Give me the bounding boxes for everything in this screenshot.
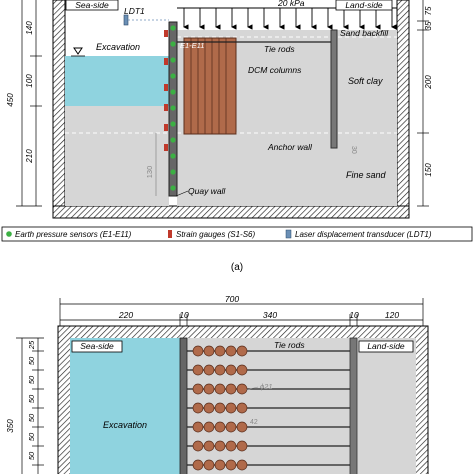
- dim-left-100: 100: [25, 74, 34, 88]
- anchor-wall: [330, 29, 338, 149]
- plan-sea-side-box: [71, 340, 123, 353]
- container-wall-right: [396, 0, 410, 219]
- dim-left-450: 450: [6, 93, 15, 107]
- container-wall-left: [52, 0, 66, 219]
- depth-30-label: 30: [350, 146, 357, 154]
- dim-top-700: 700: [225, 294, 239, 304]
- plan-dim-left-50-3: 50: [27, 394, 36, 403]
- quay-wall-leader: [175, 190, 189, 197]
- plan-phi21-label: ϕ21: [260, 382, 273, 391]
- anchor-wall-label: Anchor wall: [267, 142, 313, 152]
- plan-quay-wall: [179, 337, 188, 474]
- plan-anchor-wall: [349, 337, 358, 474]
- soft-clay-label: Soft clay: [348, 76, 383, 86]
- legend-box: [1, 226, 473, 242]
- plan-excavation-label: Excavation: [103, 420, 147, 430]
- dim-left-210: 210: [25, 149, 34, 164]
- plan-tie-rods-label: Tie rods: [274, 340, 305, 350]
- surcharge-label: 20 kPa: [277, 0, 305, 8]
- land-side-box: [335, 0, 393, 11]
- container-wall-bottom: [52, 205, 410, 219]
- plan-dim-left-25: 25: [27, 340, 36, 350]
- excavation-label: Excavation: [96, 42, 140, 52]
- plan-sea-side-label: Sea-side: [80, 341, 114, 351]
- legend-laser: Laser displacement transducer (LDT1): [295, 230, 432, 239]
- dim-top-120: 120: [385, 310, 399, 320]
- dim-left-140: 140: [25, 21, 34, 35]
- water-level-icon: [71, 47, 85, 57]
- left-dimensions: [16, 0, 42, 207]
- plan-dim-left-50-2: 50: [27, 375, 36, 384]
- plan-left-dimensions: [16, 337, 44, 474]
- e-sensor-label: E1-E11: [180, 41, 204, 50]
- legend-sensor-icon: [6, 231, 12, 237]
- dim-top-220: 220: [118, 310, 133, 320]
- plan-42-label: 42: [250, 419, 258, 426]
- plan-soil-land: [357, 338, 416, 474]
- sea-side-label: Sea-side: [75, 0, 109, 10]
- section-view: Sea-side Land-side LDT1 20 kPa Sand back…: [6, 0, 433, 219]
- legend: Earth pressure sensors (E1-E11) Strain g…: [1, 226, 473, 242]
- land-side-label: Land-side: [345, 0, 383, 10]
- plan-view: 700 220 10 340 10 120: [6, 294, 429, 474]
- legend-gauge-icon: [168, 230, 172, 238]
- quay-wall-label: Quay wall: [188, 186, 226, 196]
- dim-right-150: 150: [424, 163, 433, 177]
- tie-rods-label: Tie rods: [264, 44, 295, 54]
- dim-top-340: 340: [263, 310, 277, 320]
- dim-right-75: 75: [424, 6, 433, 15]
- sand-backfill-label: Sand backfill: [340, 28, 389, 38]
- plan-land-side-label: Land-side: [367, 341, 405, 351]
- dim-right-35: 35: [424, 21, 433, 30]
- surcharge-arrows: [177, 7, 397, 30]
- laser-displacement-transducer: [123, 14, 169, 26]
- right-dimensions: [417, 0, 429, 207]
- earth-pressure-sensors: [170, 25, 176, 191]
- dim-top-10a: 10: [179, 310, 189, 320]
- plan-phi21-leader: [245, 386, 259, 391]
- plan-dim-left-50-4: 50: [27, 413, 36, 422]
- ldt-label: LDT1: [124, 6, 145, 16]
- dcm-columns: [183, 37, 237, 135]
- plan-land-side-box: [358, 340, 414, 353]
- plan-dim-left-350: 350: [6, 419, 15, 433]
- plan-dcm-columns: [192, 345, 248, 471]
- legend-strain-gauges: Strain gauges (S1-S6): [176, 230, 255, 239]
- dcm-columns-label: DCM columns: [248, 65, 302, 75]
- plan-dim-left-50-6: 50: [27, 451, 36, 460]
- caption-a: (a): [231, 262, 243, 273]
- top-dimensions: [59, 298, 424, 326]
- legend-laser-icon: [285, 229, 292, 239]
- legend-earth-pressure: Earth pressure sensors (E1-E11): [15, 230, 132, 239]
- plan-dim-left-50-5: 50: [27, 432, 36, 441]
- water-excavation: [65, 56, 169, 106]
- strain-gauges: [164, 30, 168, 151]
- plan-water: [70, 338, 180, 474]
- fine-sand-label: Fine sand: [346, 170, 387, 180]
- sea-side-box: [65, 0, 119, 11]
- plan-dim-left-50-1: 50: [27, 356, 36, 365]
- dim-right-200: 200: [424, 75, 433, 90]
- plan-soil-middle: [187, 338, 350, 474]
- depth-130-label: 130: [145, 166, 154, 179]
- dim-top-10b: 10: [349, 310, 359, 320]
